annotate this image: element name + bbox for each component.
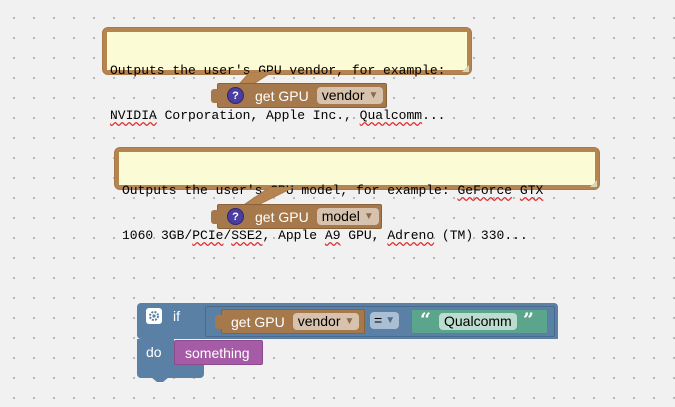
comment-text-run: PCIe	[192, 228, 224, 243]
if-block-spine	[137, 339, 174, 366]
procedure-name: something	[185, 344, 250, 361]
procedure-call-block[interactable]: something	[174, 340, 263, 365]
if-block-bottom	[137, 362, 204, 378]
comment-text-run: , Apple	[262, 228, 325, 243]
output-connector	[211, 209, 219, 224]
comment-text-run: (TM) 330...	[434, 228, 528, 243]
help-icon[interactable]: ?	[227, 208, 244, 225]
output-connector	[211, 88, 219, 103]
comment-model-text[interactable]: Outputs the user's GPU model, for exampl…	[119, 152, 595, 243]
comment-text-run: Outputs the user's GPU vendor, for examp…	[110, 63, 446, 78]
if-label: if	[173, 308, 180, 324]
operator-dropdown[interactable]: = ▼	[370, 312, 400, 329]
comment-text-run: Qualcomm	[359, 108, 423, 123]
dropdown-value: vendor	[297, 313, 341, 329]
comment-model-line2: 1060 3GB/PCIe/SSE2, Apple A9 GPU, Adreno…	[122, 228, 592, 243]
comment-text-run: Adreno	[387, 228, 435, 243]
comment-text-run	[512, 183, 520, 198]
comment-text-run: Corporation, Apple Inc.,	[156, 108, 360, 123]
chevron-down-icon: ▼	[385, 315, 396, 326]
gear-icon[interactable]	[146, 308, 162, 324]
if-next-connector	[151, 377, 169, 382]
block-label: get GPU	[255, 87, 309, 104]
block-label: get GPU	[255, 208, 309, 225]
comment-text-run: GeForce	[457, 183, 513, 198]
dropdown-value: vendor	[321, 87, 365, 103]
gear-icon-glyph	[149, 311, 159, 321]
operator-value: =	[374, 312, 383, 328]
help-icon[interactable]: ?	[227, 87, 244, 104]
comment-text-run: 1060 3GB/	[122, 228, 193, 243]
get-gpu-model-block[interactable]: ? get GPU model ▼	[211, 204, 382, 229]
comment-model[interactable]: Outputs the user's GPU model, for exampl…	[114, 147, 600, 243]
text-value-field[interactable]: Qualcomm	[439, 313, 517, 330]
comment-vendor-text[interactable]: Outputs the user's GPU vendor, for examp…	[107, 32, 467, 123]
gpu-field-dropdown[interactable]: model ▼	[316, 208, 379, 225]
comment-text-run: GPU,	[340, 228, 388, 243]
comment-text-run: NVIDIA	[110, 108, 157, 123]
chevron-down-icon: ▼	[344, 316, 355, 327]
comment-model-line1: Outputs the user's GPU model, for exampl…	[122, 183, 592, 198]
comment-text-run: GTX	[519, 183, 544, 198]
comment-vendor-line1: Outputs the user's GPU vendor, for examp…	[110, 63, 464, 78]
comment-vendor[interactable]: Outputs the user's GPU vendor, for examp…	[102, 27, 472, 123]
open-quote-icon: “	[420, 309, 431, 331]
chevron-down-icon: ▼	[363, 211, 374, 222]
output-connector	[215, 314, 223, 329]
gpu-field-dropdown[interactable]: vendor ▼	[316, 87, 384, 104]
comment-text-run: /	[223, 228, 232, 243]
do-label: do	[146, 344, 162, 360]
get-gpu-vendor-condition-block[interactable]: get GPU vendor ▼	[215, 309, 365, 334]
gpu-field-dropdown[interactable]: vendor ▼	[292, 313, 360, 330]
comment-vendor-line2: NVIDIA Corporation, Apple Inc., Qualcomm…	[110, 108, 464, 123]
chevron-down-icon: ▼	[368, 90, 379, 101]
comment-text-run: Outputs the user's GPU model, for exampl…	[122, 183, 458, 198]
comment-text-run: SSE2	[231, 228, 263, 243]
dropdown-value: model	[321, 208, 360, 224]
close-quote-icon: ”	[523, 309, 534, 331]
comment-text-run: A9	[324, 228, 341, 243]
comment-resize-handle[interactable]	[462, 65, 469, 72]
get-gpu-vendor-block[interactable]: ? get GPU vendor ▼	[211, 83, 387, 108]
block-label: get GPU	[231, 313, 285, 330]
comment-text-run: ...	[422, 108, 446, 123]
comment-resize-handle[interactable]	[590, 180, 597, 187]
